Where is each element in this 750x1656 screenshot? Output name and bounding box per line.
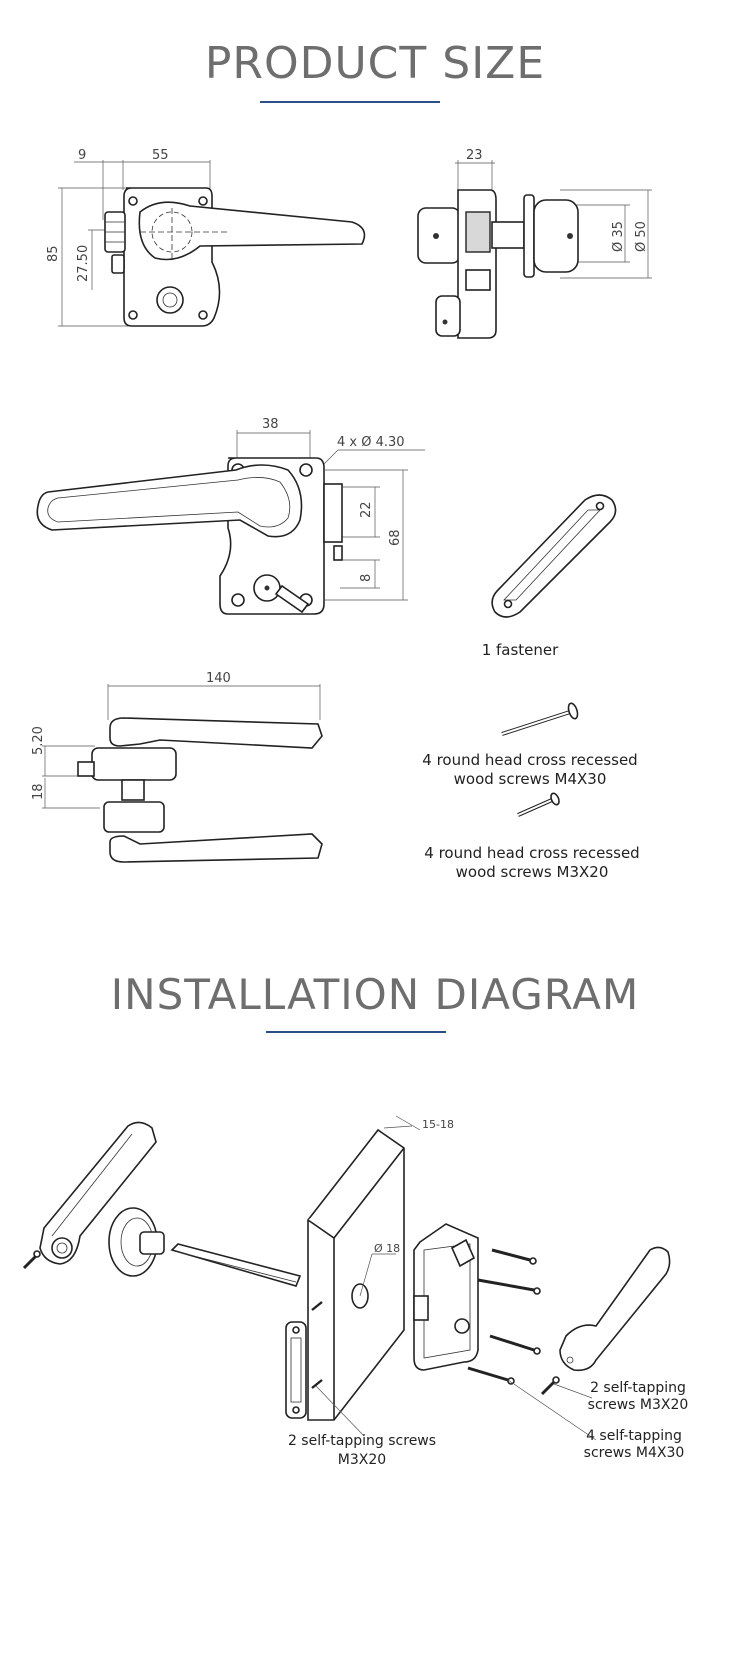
install-lock-body	[413, 1223, 479, 1371]
install-right-screws	[467, 1248, 560, 1396]
product-size-title: PRODUCT SIZE	[204, 38, 546, 89]
product-size-underline	[260, 101, 440, 103]
install-door-panel: 15-18 Ø 18	[307, 1115, 454, 1421]
install-spindle	[170, 1243, 302, 1287]
installation-title: INSTALLATION DIAGRAM	[110, 970, 640, 1019]
dim-front-9: 9	[78, 148, 86, 163]
dim-back-68: 68	[388, 529, 403, 546]
leader-right-m3	[553, 1383, 593, 1399]
caption-right-m3: 2 self-tapping screws M3X20	[578, 1380, 698, 1414]
leader-right-m4	[507, 1379, 597, 1441]
dim-door-thickness: 15-18	[422, 1118, 454, 1131]
caption-screws-m4: 4 round head cross recessed wood screws …	[410, 751, 650, 789]
dim-front-85: 85	[46, 245, 61, 262]
caption-screws-m4-line1: 4 round head cross recessed	[422, 751, 638, 769]
dim-front-2750: 27.50	[76, 245, 91, 282]
caption-right-m4-line2: screws M4X30	[583, 1445, 685, 1461]
dim-top-140: 140	[206, 671, 231, 686]
dim-top-520: 5.20	[31, 726, 46, 755]
front-view-drawing: 9 55 85 27.50	[46, 148, 366, 327]
install-striker-plate	[285, 1321, 307, 1419]
dim-side-23: 23	[466, 148, 483, 163]
caption-fastener: 1 fastener	[481, 641, 559, 659]
caption-screws-m4-line2: wood screws M4X30	[453, 770, 607, 788]
screw-m4-drawing	[501, 702, 579, 736]
side-view-drawing: 23 Ø 35 Ø 50	[417, 148, 652, 339]
back-view-drawing: 38 4 x Ø 4.30 22 68 8	[36, 417, 425, 615]
install-right-lever	[559, 1246, 671, 1372]
screw-m3-drawing	[517, 792, 560, 817]
dim-top-18: 18	[31, 783, 46, 800]
install-left-lever	[39, 1121, 157, 1265]
dim-back-22: 22	[359, 501, 374, 518]
dim-front-55: 55	[152, 148, 169, 163]
caption-left-screws: 2 self-tapping screws M3X20	[287, 1433, 437, 1468]
dim-side-d50: Ø 50	[634, 221, 649, 252]
dim-side-d35: Ø 35	[611, 221, 626, 252]
installation-underline	[266, 1031, 446, 1033]
caption-right-m4-line1: 4 self-tapping	[586, 1428, 682, 1444]
caption-right-m3-line1: 2 self-tapping	[590, 1380, 686, 1396]
caption-screws-m3-line1: 4 round head cross recessed	[424, 844, 640, 862]
install-rosette	[108, 1207, 165, 1277]
caption-right-m3-line2: screws M3X20	[587, 1397, 689, 1413]
top-view-drawing: 140 5.20 18	[31, 671, 323, 863]
dim-hole-d18: Ø 18	[374, 1242, 400, 1255]
caption-screws-m3-line2: wood screws M3X20	[455, 863, 609, 881]
fastener-drawing	[491, 494, 617, 618]
leader-left-screws	[315, 1385, 365, 1437]
install-left-screw	[22, 1250, 41, 1270]
caption-right-m4: 4 self-tapping screws M4X30	[574, 1428, 694, 1462]
caption-screws-m3: 4 round head cross recessed wood screws …	[412, 844, 652, 882]
dim-back-holes: 4 x Ø 4.30	[337, 435, 405, 450]
dim-back-38: 38	[262, 417, 279, 432]
dim-back-8: 8	[359, 574, 374, 582]
